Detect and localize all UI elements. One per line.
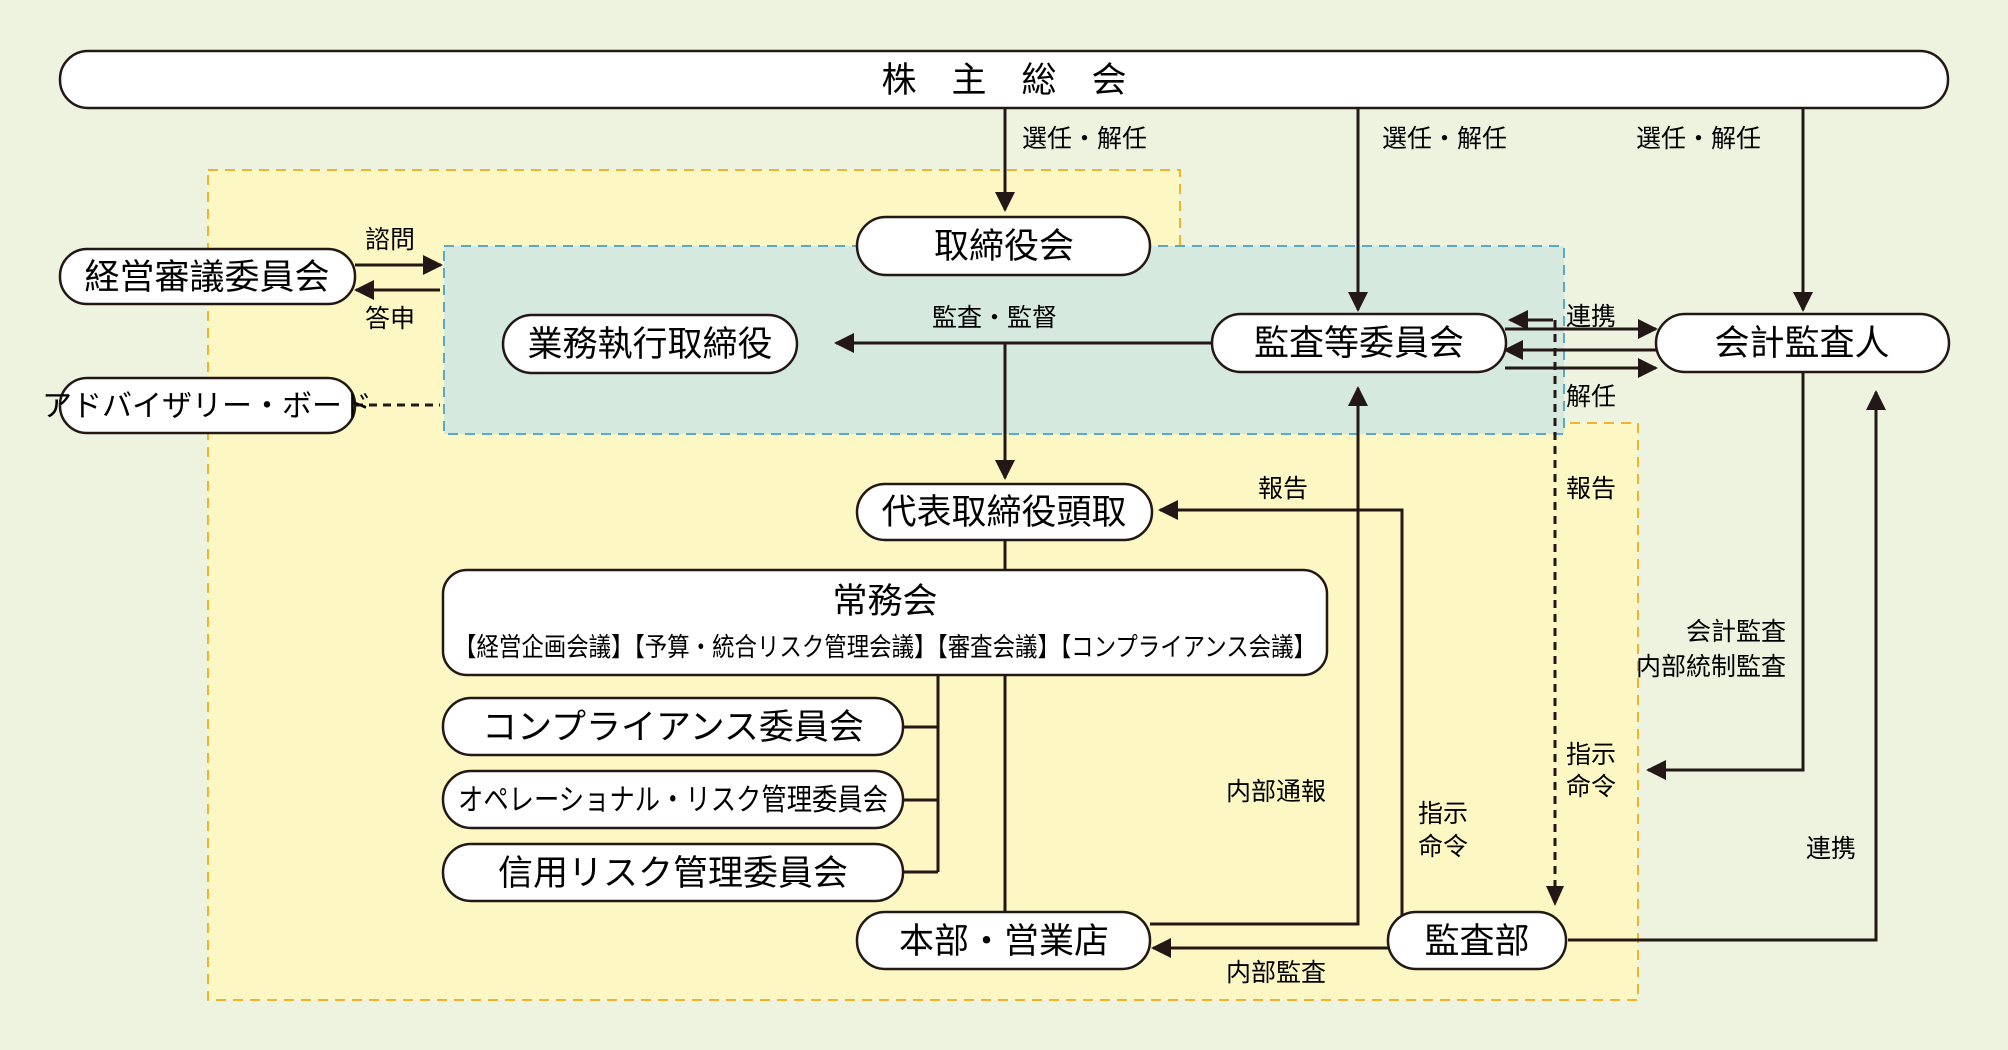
shareholders-meeting: 株 主 総 会 bbox=[881, 61, 1126, 101]
connectors bbox=[354, 108, 1886, 958]
audit-department: 監査部 bbox=[1424, 922, 1529, 962]
label-appoint-dismiss-auditor: 選任・解任 bbox=[1636, 124, 1761, 153]
label-internal-control-audit: 内部統制監査 bbox=[1636, 652, 1786, 681]
audit-committee-box bbox=[1210, 312, 1508, 374]
executive-committee-sub: 【経営企画会議】【予算・統合リスク管理会議】【審査会議】【コンプライアンス会議】 bbox=[454, 633, 1316, 663]
label-cooperation-bottom: 連携 bbox=[1806, 834, 1856, 863]
advisory-board: アドバイザリー・ボード bbox=[42, 389, 372, 424]
label-dismissal: 解任 bbox=[1566, 382, 1616, 411]
audit-department-box bbox=[1386, 910, 1568, 971]
label-order-left: 命令 bbox=[1418, 832, 1468, 861]
label-instruct-left: 指示 bbox=[1418, 799, 1468, 828]
head-office-branches: 本部・営業店 bbox=[899, 922, 1109, 962]
executive-directors: 業務執行取締役 bbox=[527, 325, 772, 365]
label-internal-whistleblowing: 内部通報 bbox=[1226, 777, 1326, 806]
accounting-auditor-box bbox=[1654, 312, 1951, 374]
operational-risk-committee: オペレーショナル・リスク管理委員会 bbox=[458, 783, 888, 818]
audit-committee: 監査等委員会 bbox=[1254, 324, 1464, 364]
credit-risk-committee: 信用リスク管理委員会 bbox=[498, 854, 848, 894]
board-of-directors-box bbox=[855, 215, 1152, 277]
label-appoint-dismiss-board: 選任・解任 bbox=[1022, 124, 1147, 153]
operational-risk-committee-box bbox=[441, 769, 905, 830]
credit-risk-committee-box bbox=[441, 842, 905, 903]
label-accounting-audit: 会計監査 bbox=[1686, 617, 1786, 646]
president: 代表取締役頭取 bbox=[881, 493, 1126, 533]
executive-committee: 常務会 bbox=[832, 582, 937, 622]
advisory-board-box bbox=[58, 376, 357, 435]
head-office-branches-box bbox=[855, 910, 1152, 971]
label-report-audit-committee: 報告 bbox=[1566, 474, 1616, 503]
management-council: 経営審議委員会 bbox=[84, 258, 329, 298]
label-instruct-right: 指示 bbox=[1566, 740, 1616, 769]
label-appoint-dismiss-audit: 選任・解任 bbox=[1382, 124, 1507, 153]
president-box bbox=[855, 482, 1154, 542]
label-report-back: 答申 bbox=[365, 304, 415, 333]
label-audit-supervision: 監査・監督 bbox=[932, 303, 1057, 332]
management-council-box bbox=[58, 247, 357, 306]
board-of-directors: 取締役会 bbox=[934, 227, 1074, 267]
label-report-president: 報告 bbox=[1258, 474, 1308, 503]
executive-directors-box bbox=[501, 313, 799, 375]
label-cooperation-top: 連携 bbox=[1566, 302, 1616, 331]
accounting-auditor: 会計監査人 bbox=[1714, 324, 1889, 364]
compliance-committee: コンプライアンス委員会 bbox=[482, 708, 864, 748]
compliance-committee-box bbox=[441, 696, 905, 757]
label-order-right: 命令 bbox=[1566, 772, 1616, 801]
shareholders-meeting-box bbox=[58, 49, 1950, 110]
label-internal-audit: 内部監査 bbox=[1226, 958, 1326, 987]
label-inquiry: 諮問 bbox=[365, 225, 415, 254]
executive-committee-box bbox=[441, 568, 1329, 677]
